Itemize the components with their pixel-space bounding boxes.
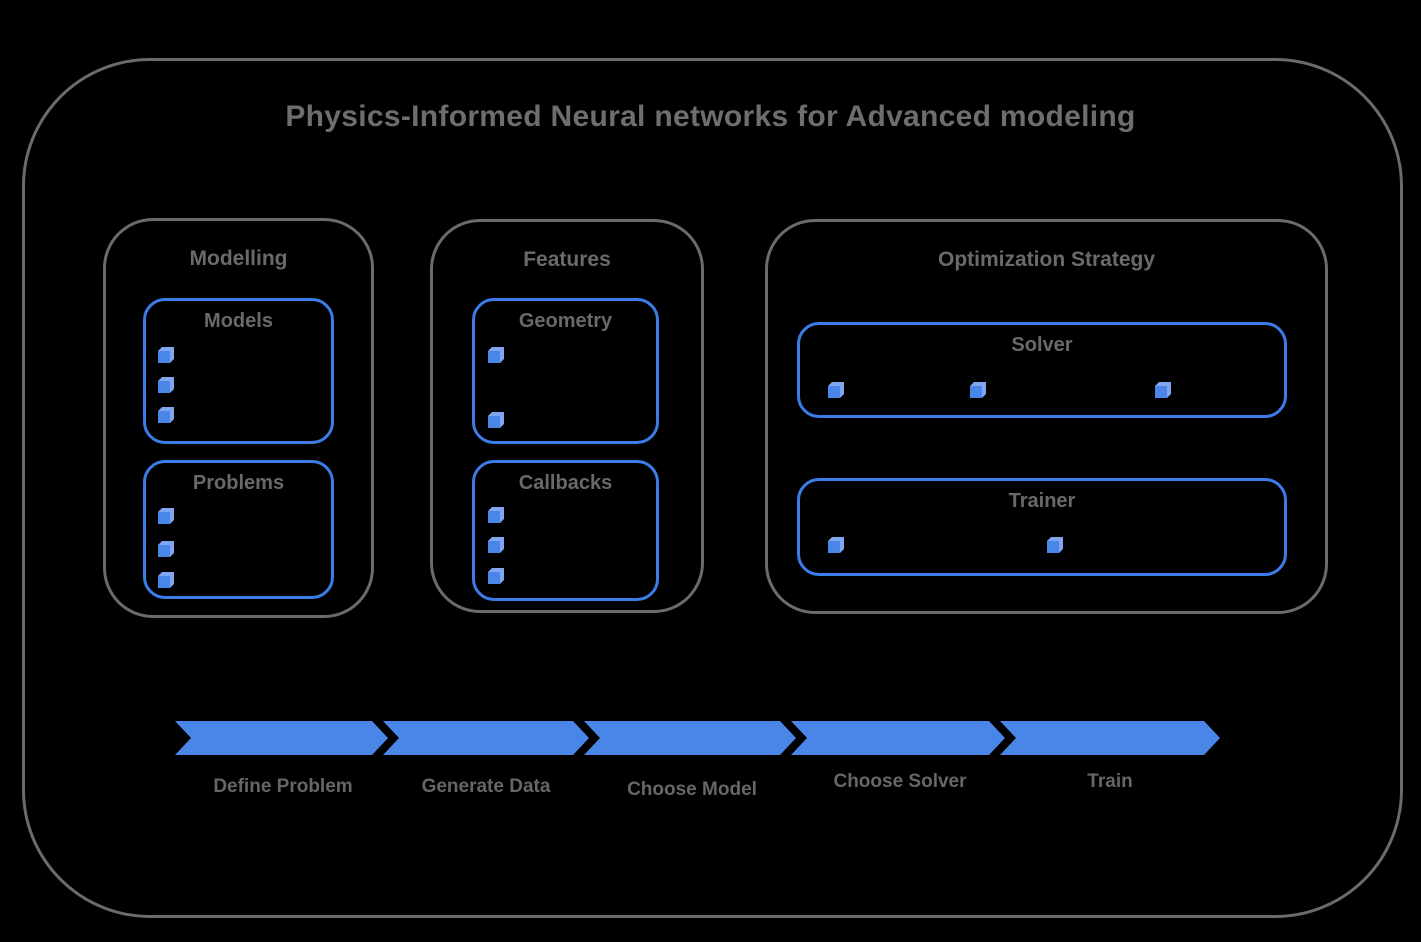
group-modelling-title: Modelling — [189, 247, 288, 270]
flow-step-label: Train — [1087, 771, 1133, 792]
group-features-title: Features — [523, 248, 611, 271]
box-models: Models — [143, 298, 334, 444]
cube-icon — [488, 347, 504, 363]
cube-icon — [488, 568, 504, 584]
flow-segment-train — [1000, 721, 1220, 755]
box-trainer-title: Trainer — [1008, 490, 1076, 512]
box-trainer: Trainer — [797, 478, 1287, 576]
box-solver-title: Solver — [1011, 334, 1073, 356]
cube-icon — [158, 572, 174, 588]
cube-icon — [488, 412, 504, 428]
box-geometry-title: Geometry — [518, 310, 613, 332]
diagram-title: Physics-Informed Neural networks for Adv… — [285, 100, 1136, 133]
flow-step-label: Define Problem — [213, 776, 353, 797]
cube-icon — [488, 507, 504, 523]
group-modelling: Modelling — [103, 218, 374, 618]
cube-icon — [158, 541, 174, 557]
flow-segment-choose-solver — [791, 721, 1005, 755]
cube-icon — [158, 508, 174, 524]
cube-icon — [158, 347, 174, 363]
group-features: Features — [430, 219, 704, 613]
cube-icon — [1047, 537, 1063, 553]
cube-icon — [828, 382, 844, 398]
group-optimization-strategy-title: Optimization Strategy — [937, 248, 1156, 271]
cube-icon — [828, 537, 844, 553]
box-callbacks: Callbacks — [472, 460, 659, 601]
box-models-title: Models — [204, 310, 273, 332]
outer-frame — [22, 58, 1403, 918]
group-optimization-strategy: Optimization Strategy — [765, 219, 1328, 614]
cube-icon — [1155, 382, 1171, 398]
flow-step-label: Choose Model — [627, 779, 757, 800]
box-geometry: Geometry — [472, 298, 659, 444]
cube-icon — [488, 537, 504, 553]
flow-segment-define-problem — [175, 721, 388, 755]
cube-icon — [158, 377, 174, 393]
box-problems-title: Problems — [192, 472, 285, 494]
box-problems: Problems — [143, 460, 334, 599]
flow-segment-generate-data — [383, 721, 589, 755]
box-callbacks-title: Callbacks — [518, 472, 613, 494]
cube-icon — [970, 382, 986, 398]
flow-step-label: Choose Solver — [833, 771, 967, 792]
box-solver: Solver — [797, 322, 1287, 418]
flow-segment-choose-model — [584, 721, 796, 755]
cube-icon — [158, 407, 174, 423]
flow-step-label: Generate Data — [421, 776, 551, 797]
